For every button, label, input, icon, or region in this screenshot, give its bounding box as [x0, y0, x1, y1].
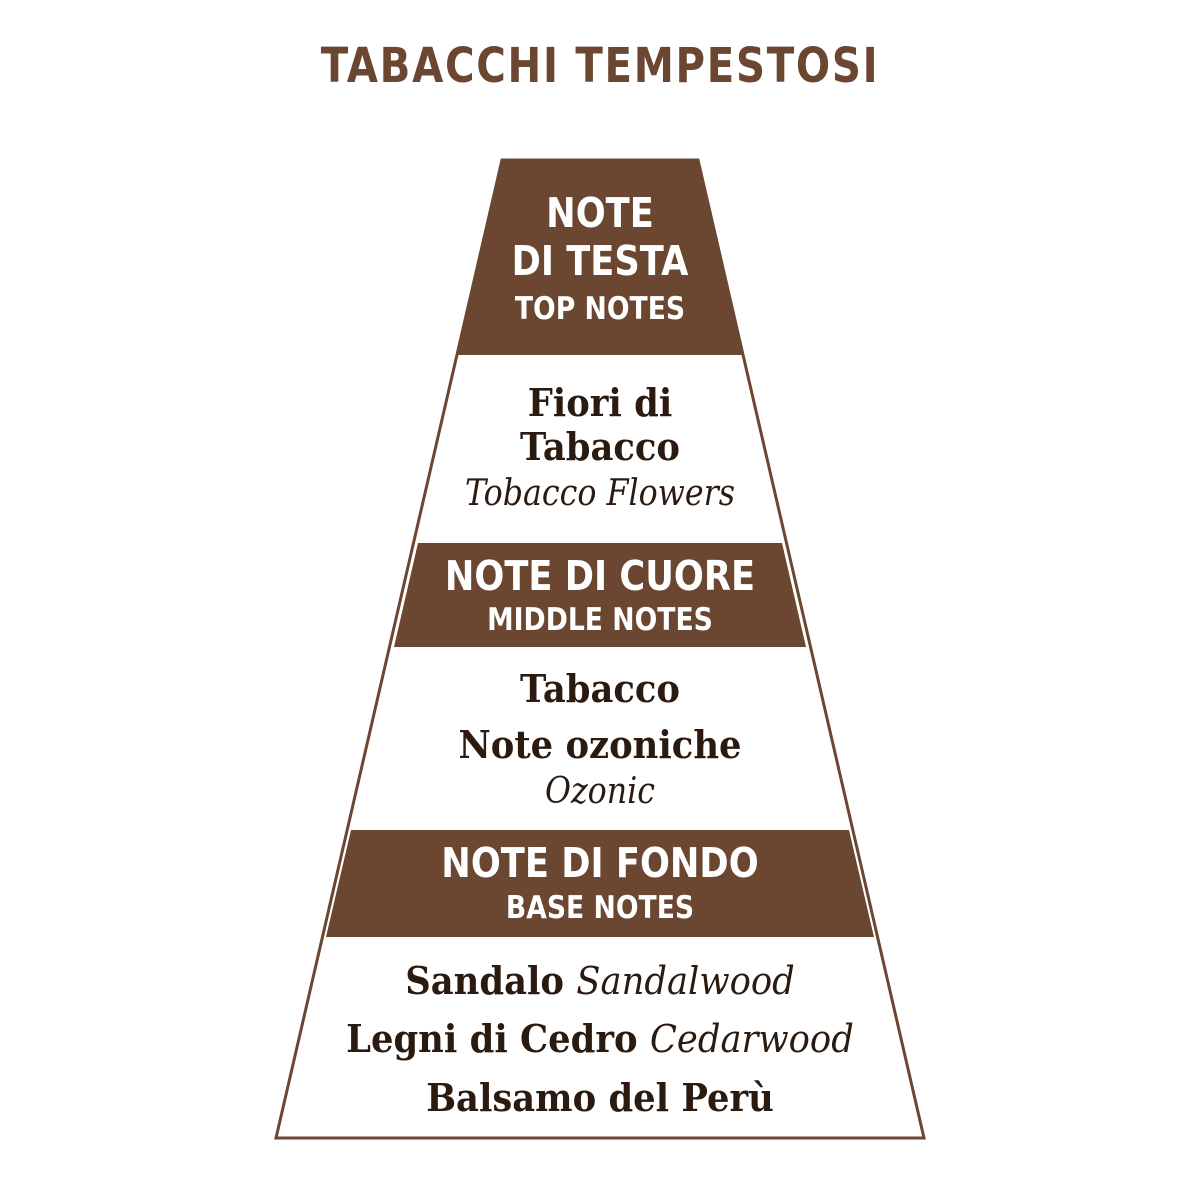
- base-note-2: Legni di Cedro Cedarwood: [0, 1017, 1200, 1061]
- top-heading-line2: DI TESTA: [511, 237, 689, 285]
- base-note-2-it: Legni di Cedro: [346, 1016, 638, 1061]
- top-note-translation: Tobacco Flowers: [0, 476, 1200, 512]
- page-title: TABACCHI TEMPESTOSI: [320, 38, 880, 94]
- middle-heading-it: NOTE DI CUORE: [444, 552, 756, 600]
- base-note-row-1: Sandalo Sandalwood: [42, 959, 1158, 1003]
- top-notes-band: [457, 160, 743, 355]
- base-notes-heading-en: BASE NOTES: [0, 893, 1200, 924]
- base-note-1: Sandalo Sandalwood: [0, 959, 1200, 1003]
- middle-note-translation: Ozonic: [0, 774, 1200, 810]
- base-notes-band: [326, 830, 874, 937]
- top-note-line1: Fiori di: [527, 380, 673, 425]
- base-note-row-3: Balsamo del Perù: [42, 1079, 1158, 1117]
- base-notes-heading: NOTE DI FONDO: [0, 843, 1200, 884]
- middle-note-line1: Tabacco: [519, 666, 681, 711]
- middle-note-line2: Note ozoniche: [458, 722, 742, 767]
- middle-note-en: Ozonic: [544, 771, 655, 812]
- base-note-3-it: Balsamo del Perù: [426, 1075, 774, 1120]
- base-heading-en: BASE NOTES: [505, 890, 695, 926]
- top-note-en: Tobacco Flowers: [465, 473, 735, 514]
- base-note-row-2: Legni di Cedro Cedarwood: [42, 1017, 1158, 1061]
- top-notes-heading: NOTE: [0, 193, 1200, 234]
- base-note-2-en: Cedarwood: [649, 1017, 854, 1061]
- top-notes-heading-2: DI TESTA: [0, 241, 1200, 282]
- top-heading-line1: NOTE: [546, 189, 654, 237]
- base-note-1-it: Sandalo: [405, 958, 564, 1003]
- top-note-line2: Tabacco: [519, 424, 681, 469]
- middle-note-2: Note ozoniche: [0, 726, 1200, 764]
- middle-notes-heading-en: MIDDLE NOTES: [0, 605, 1200, 636]
- top-note-1: Fiori di: [0, 384, 1200, 422]
- top-heading-en: TOP NOTES: [514, 291, 686, 327]
- top-note-2: Tabacco: [0, 428, 1200, 466]
- middle-heading-en: MIDDLE NOTES: [487, 602, 713, 638]
- base-heading-it: NOTE DI FONDO: [441, 839, 759, 887]
- middle-notes-band: [394, 543, 806, 647]
- middle-notes-heading: NOTE DI CUORE: [0, 556, 1200, 597]
- base-note-3: Balsamo del Perù: [0, 1079, 1200, 1117]
- base-note-1-en: Sandalwood: [576, 959, 795, 1003]
- top-notes-heading-en: TOP NOTES: [0, 294, 1200, 325]
- middle-note-1: Tabacco: [0, 670, 1200, 708]
